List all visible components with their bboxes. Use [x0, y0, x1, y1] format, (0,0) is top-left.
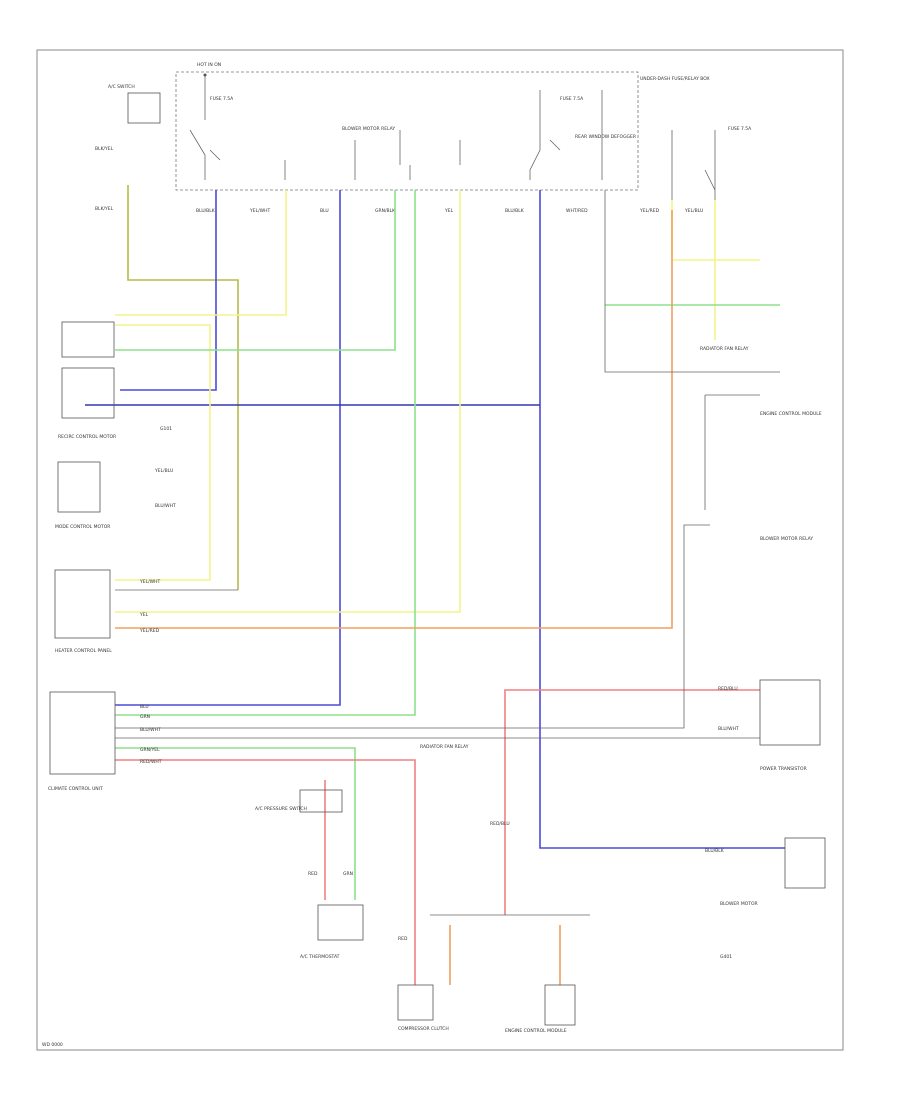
tag-th-2: GRN [343, 871, 353, 877]
top-wire-tags: BLU/BLK YEL/WHT BLU GRN/BLK YEL BLU/BLK … [196, 208, 703, 214]
tag-cl-1: RED [398, 936, 408, 942]
wire-blue-1 [120, 190, 217, 391]
mode-motor: MODE CONTROL MOTOR YEL/BLU BLU/WHT [55, 461, 176, 530]
diagram-frame [36, 49, 844, 1051]
tag-th-1: RED [308, 871, 318, 877]
clutch-label: COMPRESSOR CLUTCH [398, 1026, 449, 1032]
tag-b: YEL/WHT [249, 208, 270, 214]
wire-red-2 [504, 689, 760, 915]
fuse-relay-box: HOT IN ON UNDER-DASH FUSE/RELAY BOX FUSE… [175, 62, 710, 191]
wire-yellow-green [127, 185, 239, 590]
power-transistor-label: POWER TRANSISTOR [760, 766, 807, 772]
climate-unit-label: CLIMATE CONTROL UNIT [48, 786, 103, 792]
ac-thermostat: A/C THERMOSTAT RED GRN [300, 871, 364, 960]
wire-blue-3 [539, 190, 785, 849]
fuse-block-right-label: FUSE 7.5A [728, 126, 752, 132]
tag-ecm-1: RED/BLU [490, 821, 510, 827]
tag-blk-yel-2: BLK/YEL [95, 206, 114, 212]
wire-green-2 [115, 190, 416, 716]
hot-in-on-label: HOT IN ON [197, 62, 221, 68]
tag-i: YEL/BLU [684, 208, 703, 214]
radiator-relay-label: RADIATOR FAN RELAY [420, 744, 469, 750]
heater-control-panel: HEATER CONTROL PANEL YEL/WHT YEL YEL/RED [54, 569, 160, 654]
wire-yellow-3 [115, 190, 461, 613]
tag-blk-yel-1: BLK/YEL [95, 146, 114, 152]
wire-orange-1 [115, 210, 673, 629]
wire-black-2 [115, 524, 710, 729]
fuse-left-label: FUSE 7.5A [210, 96, 234, 102]
tag-mm-1: YEL/BLU [154, 468, 173, 474]
fuse-block-right: FUSE 7.5A [671, 126, 752, 200]
wire-green-1 [115, 190, 396, 351]
tag-pt-2: BLU/WHT [718, 726, 739, 732]
engine-control-module: ENGINE CONTROL MODULE RED/BLU [490, 821, 576, 1034]
tag-mm-2: BLU/WHT [155, 503, 176, 509]
tag-cc-1: BLU [140, 704, 149, 710]
tag-hp-1: YEL/WHT [139, 579, 160, 585]
power-transistor: POWER TRANSISTOR RED/BLU BLU/WHT [718, 679, 821, 772]
thermostat-label: A/C THERMOSTAT [300, 954, 340, 960]
fuse-box-label: UNDER-DASH FUSE/RELAY BOX [640, 76, 710, 82]
climate-control-unit: CLIMATE CONTROL UNIT BLU GRN BLU/WHT GRN… [48, 691, 162, 792]
blower-relay-right: BLOWER MOTOR RELAY [760, 536, 813, 542]
ac-switch-component: A/C SWITCH BLK/YEL BLK/YEL [95, 84, 161, 212]
footer-code: WD 0000 [42, 1042, 63, 1048]
tag-cc-4: GRN/YEL [140, 747, 160, 753]
ecm-right: ENGINE CONTROL MODULE BLOWER MOTOR RELAY… [700, 346, 822, 542]
defogger-label: REAR WINDOW DEFOGGER [575, 134, 636, 140]
tag-c: BLU [320, 208, 329, 214]
tag-cc-3: BLU/WHT [140, 727, 161, 733]
tag-f: BLU/BLK [505, 208, 525, 214]
recirc-motor: RECIRC CONTROL MOTOR G101 [58, 321, 172, 440]
tag-a: BLU/BLK [196, 208, 216, 214]
tag-g: WHT/RED [566, 208, 588, 214]
wire-green-4 [115, 747, 356, 900]
blower-motor-label: BLOWER MOTOR [720, 901, 758, 907]
wire-black-5 [604, 190, 780, 373]
tag-cc-2: GRN [140, 714, 150, 720]
wire-black-6 [704, 394, 760, 510]
wire-yellow-1 [115, 190, 287, 316]
blower-relay-label: BLOWER MOTOR RELAY [342, 126, 395, 132]
tag-pt-1: RED/BLU [718, 686, 738, 692]
compressor-clutch: COMPRESSOR CLUTCH RED [397, 936, 449, 1032]
ac-switch-label: A/C SWITCH [108, 84, 135, 90]
heater-panel-label: HEATER CONTROL PANEL [55, 648, 112, 654]
blower-motor: BLOWER MOTOR G401 BLU/BLK [705, 837, 826, 960]
wire-yellow-2 [115, 324, 211, 581]
wire-blue-2 [115, 190, 341, 706]
mode-motor-label: MODE CONTROL MOTOR [55, 524, 110, 530]
fuse-right-label: FUSE 7.5A [560, 96, 584, 102]
wire-red-1 [115, 759, 416, 985]
recirc-motor-label: RECIRC CONTROL MOTOR [58, 434, 116, 440]
tag-e: YEL [444, 208, 454, 214]
pressure-switch-label: A/C PRESSURE SWITCH [255, 806, 307, 812]
tag-hp-2: YEL [139, 612, 149, 618]
tag-cc-5: RED/WHT [140, 759, 162, 765]
tag-hp-3: YEL/RED [139, 628, 160, 634]
ac-pressure-switch: A/C PRESSURE SWITCH RADIATOR FAN RELAY [255, 744, 469, 813]
engine-control-module-right: ENGINE CONTROL MODULE [760, 411, 822, 417]
tag-bm-1: BLU/BLK [705, 848, 725, 854]
fan-relay-right: RADIATOR FAN RELAY [700, 346, 749, 352]
tag-h: YEL/RED [639, 208, 660, 214]
ecm-label: ENGINE CONTROL MODULE [505, 1028, 567, 1034]
ground-g101-label: G101 [160, 426, 172, 432]
tag-d: GRN/BLK [375, 208, 396, 214]
ground-g401-label: G401 [720, 954, 732, 960]
